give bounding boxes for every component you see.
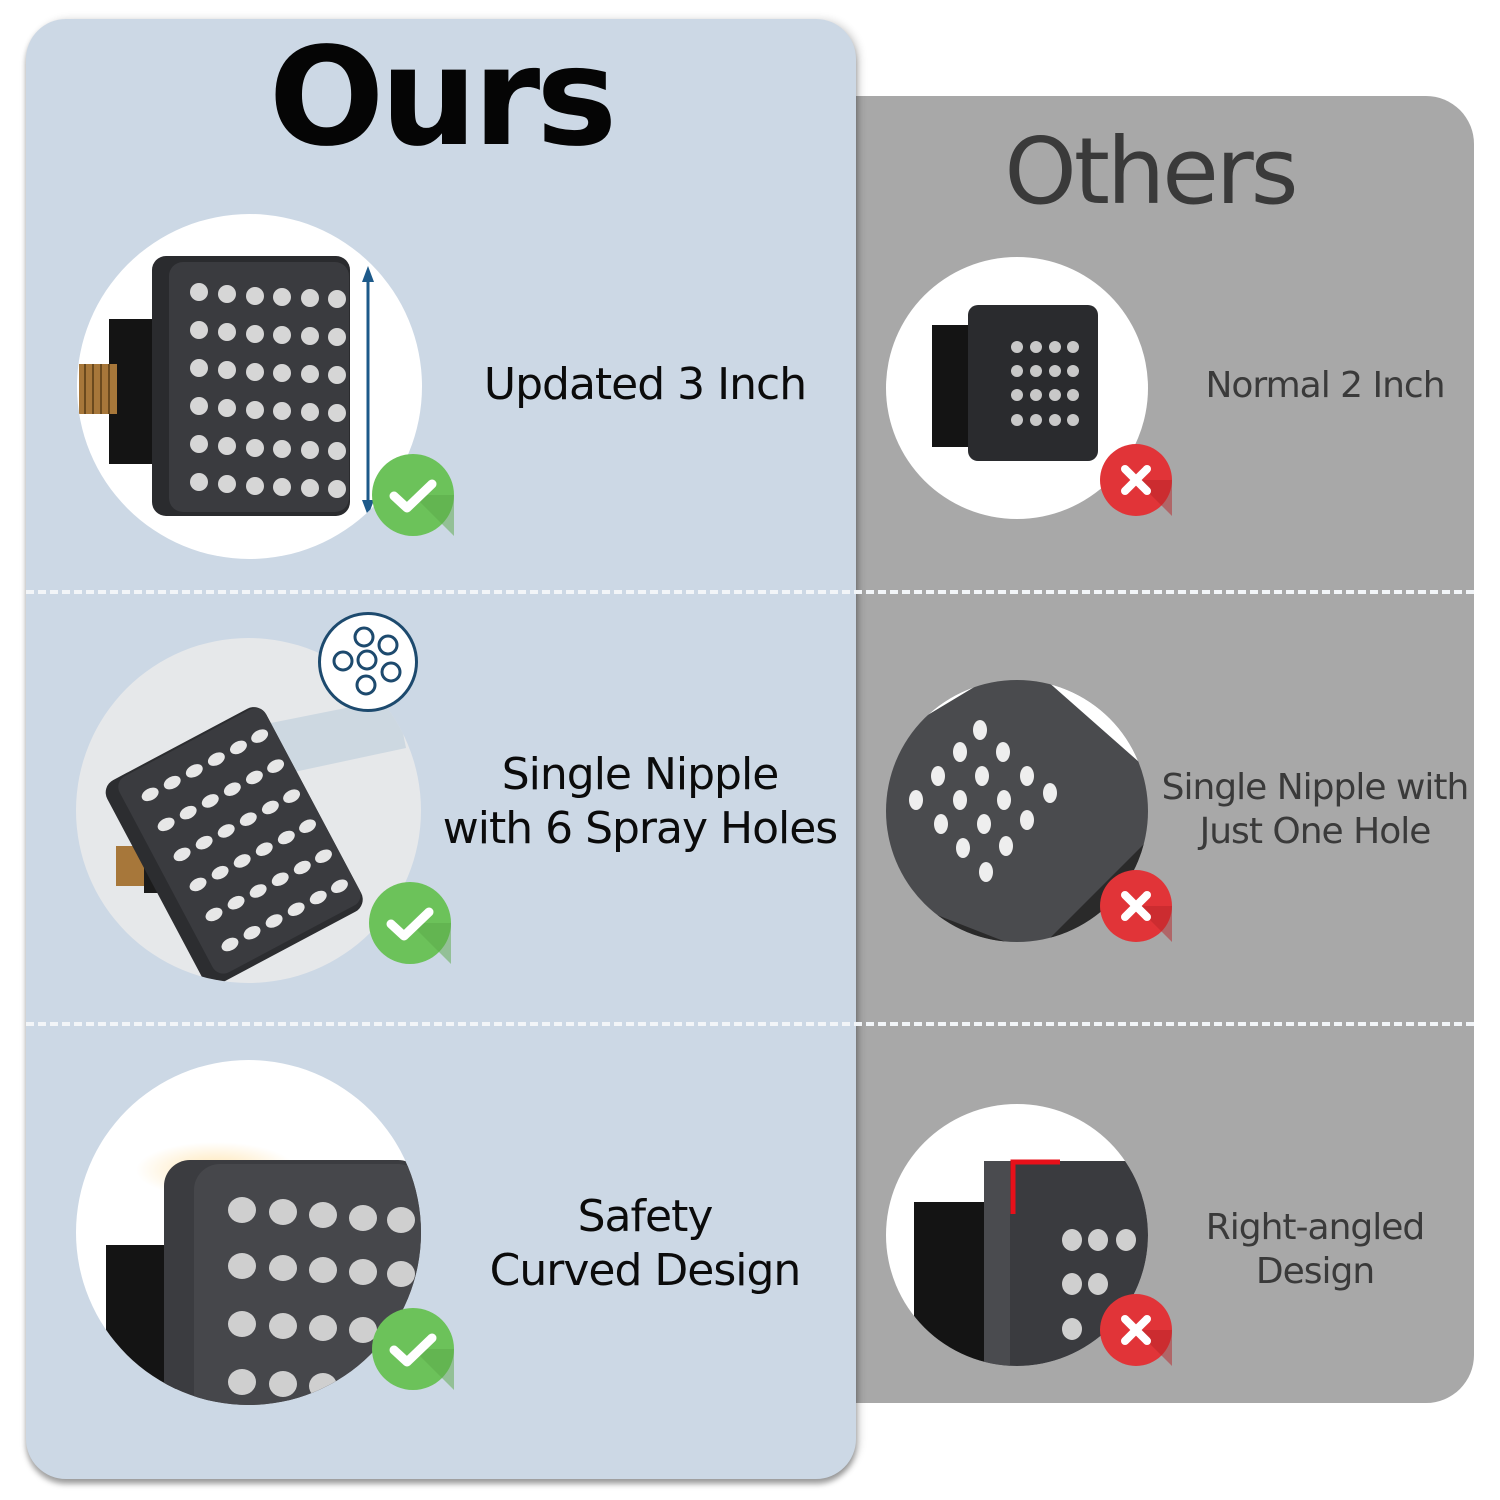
others-feature-edge: Right-angled Design	[1205, 1207, 1426, 1292]
x-icon	[1100, 444, 1172, 516]
x-icon	[1100, 1294, 1172, 1366]
x-icon	[1100, 870, 1172, 942]
check-icon	[372, 454, 454, 536]
ours-image-curved-edge	[76, 1060, 421, 1405]
ours-feature-size: Updated 3 Inch	[483, 359, 807, 410]
row-divider	[26, 1022, 1474, 1026]
measure-arrow-icon	[362, 266, 374, 516]
ours-image-3-inch	[77, 214, 422, 559]
check-icon	[369, 882, 451, 964]
others-feature-size: Normal 2 Inch	[1205, 365, 1445, 406]
ours-feature-nozzle: Single Nipple with 6 Spray Holes	[442, 749, 838, 854]
row-divider	[26, 590, 1474, 594]
ours-feature-edge: Safety Curved Design	[489, 1191, 802, 1296]
ours-image-6-hole-nozzle	[76, 638, 421, 983]
others-feature-nozzle: Single Nipple with Just One Hole	[1161, 767, 1470, 852]
check-icon	[372, 1308, 454, 1390]
others-title: Others	[1004, 118, 1298, 225]
ours-title: Ours	[268, 19, 617, 177]
others-image-right-angled	[886, 1104, 1148, 1366]
spray-holes-magnifier-icon	[318, 612, 418, 712]
